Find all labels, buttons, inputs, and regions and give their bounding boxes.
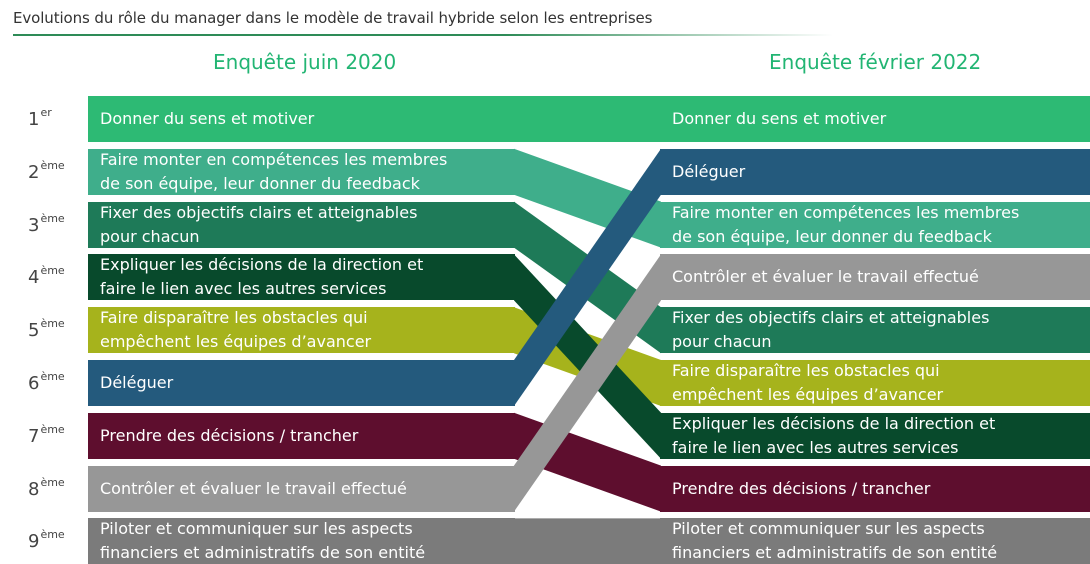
- bar-label: Prendre des décisions / trancher: [100, 425, 359, 445]
- title-underline: [13, 34, 833, 36]
- bar-right-deleguer: Déléguer: [660, 148, 1090, 195]
- bar-label: Faire disparaître les obstacles qui empê…: [100, 308, 372, 352]
- bar-label: Donner du sens et motiver: [100, 109, 315, 128]
- bar-label: Faire monter en compétences les membres …: [672, 202, 1020, 246]
- rank-label-2: 2ème: [28, 159, 80, 183]
- bar-label: Déléguer: [672, 161, 746, 181]
- connector-piloter: [514, 518, 661, 564]
- bar-right-controler: Contrôler et évaluer le travail effectué: [660, 254, 1090, 301]
- connector-sens: [514, 96, 661, 142]
- rank-suffix: ème: [40, 528, 65, 542]
- bar-label: Déléguer: [100, 373, 174, 392]
- rank-suffix: ème: [40, 317, 65, 331]
- rank-label-9: 9ème: [28, 528, 80, 552]
- bar-label: Donner du sens et motiver: [672, 109, 887, 128]
- rank-label-6: 6ème: [28, 370, 80, 394]
- header-february-2022: Enquête février 2022: [769, 50, 982, 74]
- rank-number: 1: [28, 109, 40, 130]
- connector-controler: [514, 254, 661, 512]
- rank-label-1: 1er: [28, 106, 80, 130]
- bar-label: Faire monter en compétences les membres …: [100, 149, 448, 193]
- bar-left-competences: Faire monter en compétences les membres …: [88, 148, 515, 195]
- rank-suffix: ème: [40, 158, 65, 172]
- bar-label: Fixer des objectifs clairs et atteignabl…: [672, 308, 990, 352]
- bar-left-sens: Donner du sens et motiver: [88, 96, 515, 142]
- rank-number: 9: [28, 531, 40, 553]
- rank-suffix: ème: [40, 264, 65, 278]
- bar-left-decisions: Prendre des décisions / trancher: [88, 412, 515, 459]
- rank-number: 2: [28, 161, 40, 183]
- bar-right-competences: Faire monter en compétences les membres …: [660, 201, 1090, 248]
- bar-label: Piloter et communiquer sur les aspects f…: [100, 519, 426, 563]
- bar-right-piloter: Piloter et communiquer sur les aspects f…: [660, 518, 1090, 564]
- rank-label-5: 5ème: [28, 317, 80, 341]
- rank-suffix: ème: [40, 370, 65, 383]
- rank-number: 7: [28, 425, 40, 447]
- bar-label: Faire disparaître les obstacles qui empê…: [672, 361, 944, 404]
- bar-left-expliquer: Expliquer les décisions de la direction …: [88, 254, 515, 301]
- bar-right-obstacles: Faire disparaître les obstacles qui empê…: [660, 360, 1090, 406]
- header-june-2020: Enquête juin 2020: [213, 50, 397, 74]
- bar-label: Fixer des objectifs clairs et atteignabl…: [100, 202, 418, 246]
- bar-label: Piloter et communiquer sur les aspects f…: [672, 519, 998, 563]
- bar-label: Contrôler et évaluer le travail effectué: [100, 478, 407, 498]
- rank-label-3: 3ème: [28, 212, 80, 236]
- bar-label: Contrôler et évaluer le travail effectué: [672, 267, 979, 287]
- bar-label: Expliquer les décisions de la direction …: [100, 255, 424, 299]
- rank-number: 5: [28, 320, 40, 342]
- rank-suffix: ème: [40, 422, 65, 436]
- bar-right-expliquer: Expliquer les décisions de la direction …: [660, 412, 1090, 459]
- rank-number: 3: [28, 214, 40, 236]
- connector-expliquer: [514, 254, 661, 459]
- rank-number: 4: [28, 267, 40, 289]
- rank-number: 8: [28, 478, 40, 500]
- rank-label-4: 4ème: [28, 264, 80, 288]
- bar-label: Prendre des décisions / trancher: [672, 478, 931, 498]
- bar-left-objectifs: Fixer des objectifs clairs et atteignabl…: [88, 201, 515, 248]
- chart-title: Evolutions du rôle du manager dans le mo…: [13, 9, 653, 27]
- bar-label: Expliquer les décisions de la direction …: [672, 413, 996, 457]
- bar-right-sens: Donner du sens et motiver: [660, 96, 1090, 142]
- bar-right-objectifs: Fixer des objectifs clairs et atteignabl…: [660, 307, 1090, 354]
- rank-label-7: 7ème: [28, 423, 80, 447]
- rank-label-8: 8ème: [28, 476, 80, 500]
- bar-left-controler: Contrôler et évaluer le travail effectué: [88, 465, 515, 512]
- bar-right-decisions: Prendre des décisions / trancher: [660, 465, 1090, 512]
- rank-number: 6: [28, 373, 40, 394]
- rank-suffix: ème: [40, 475, 65, 489]
- bar-left-obstacles: Faire disparaître les obstacles qui empê…: [88, 307, 515, 354]
- rank-suffix: er: [40, 106, 52, 119]
- bar-left-deleguer: Déléguer: [88, 360, 515, 406]
- bar-left-piloter: Piloter et communiquer sur les aspects f…: [88, 518, 515, 564]
- rank-suffix: ème: [40, 211, 65, 225]
- connector-deleguer: [514, 148, 661, 407]
